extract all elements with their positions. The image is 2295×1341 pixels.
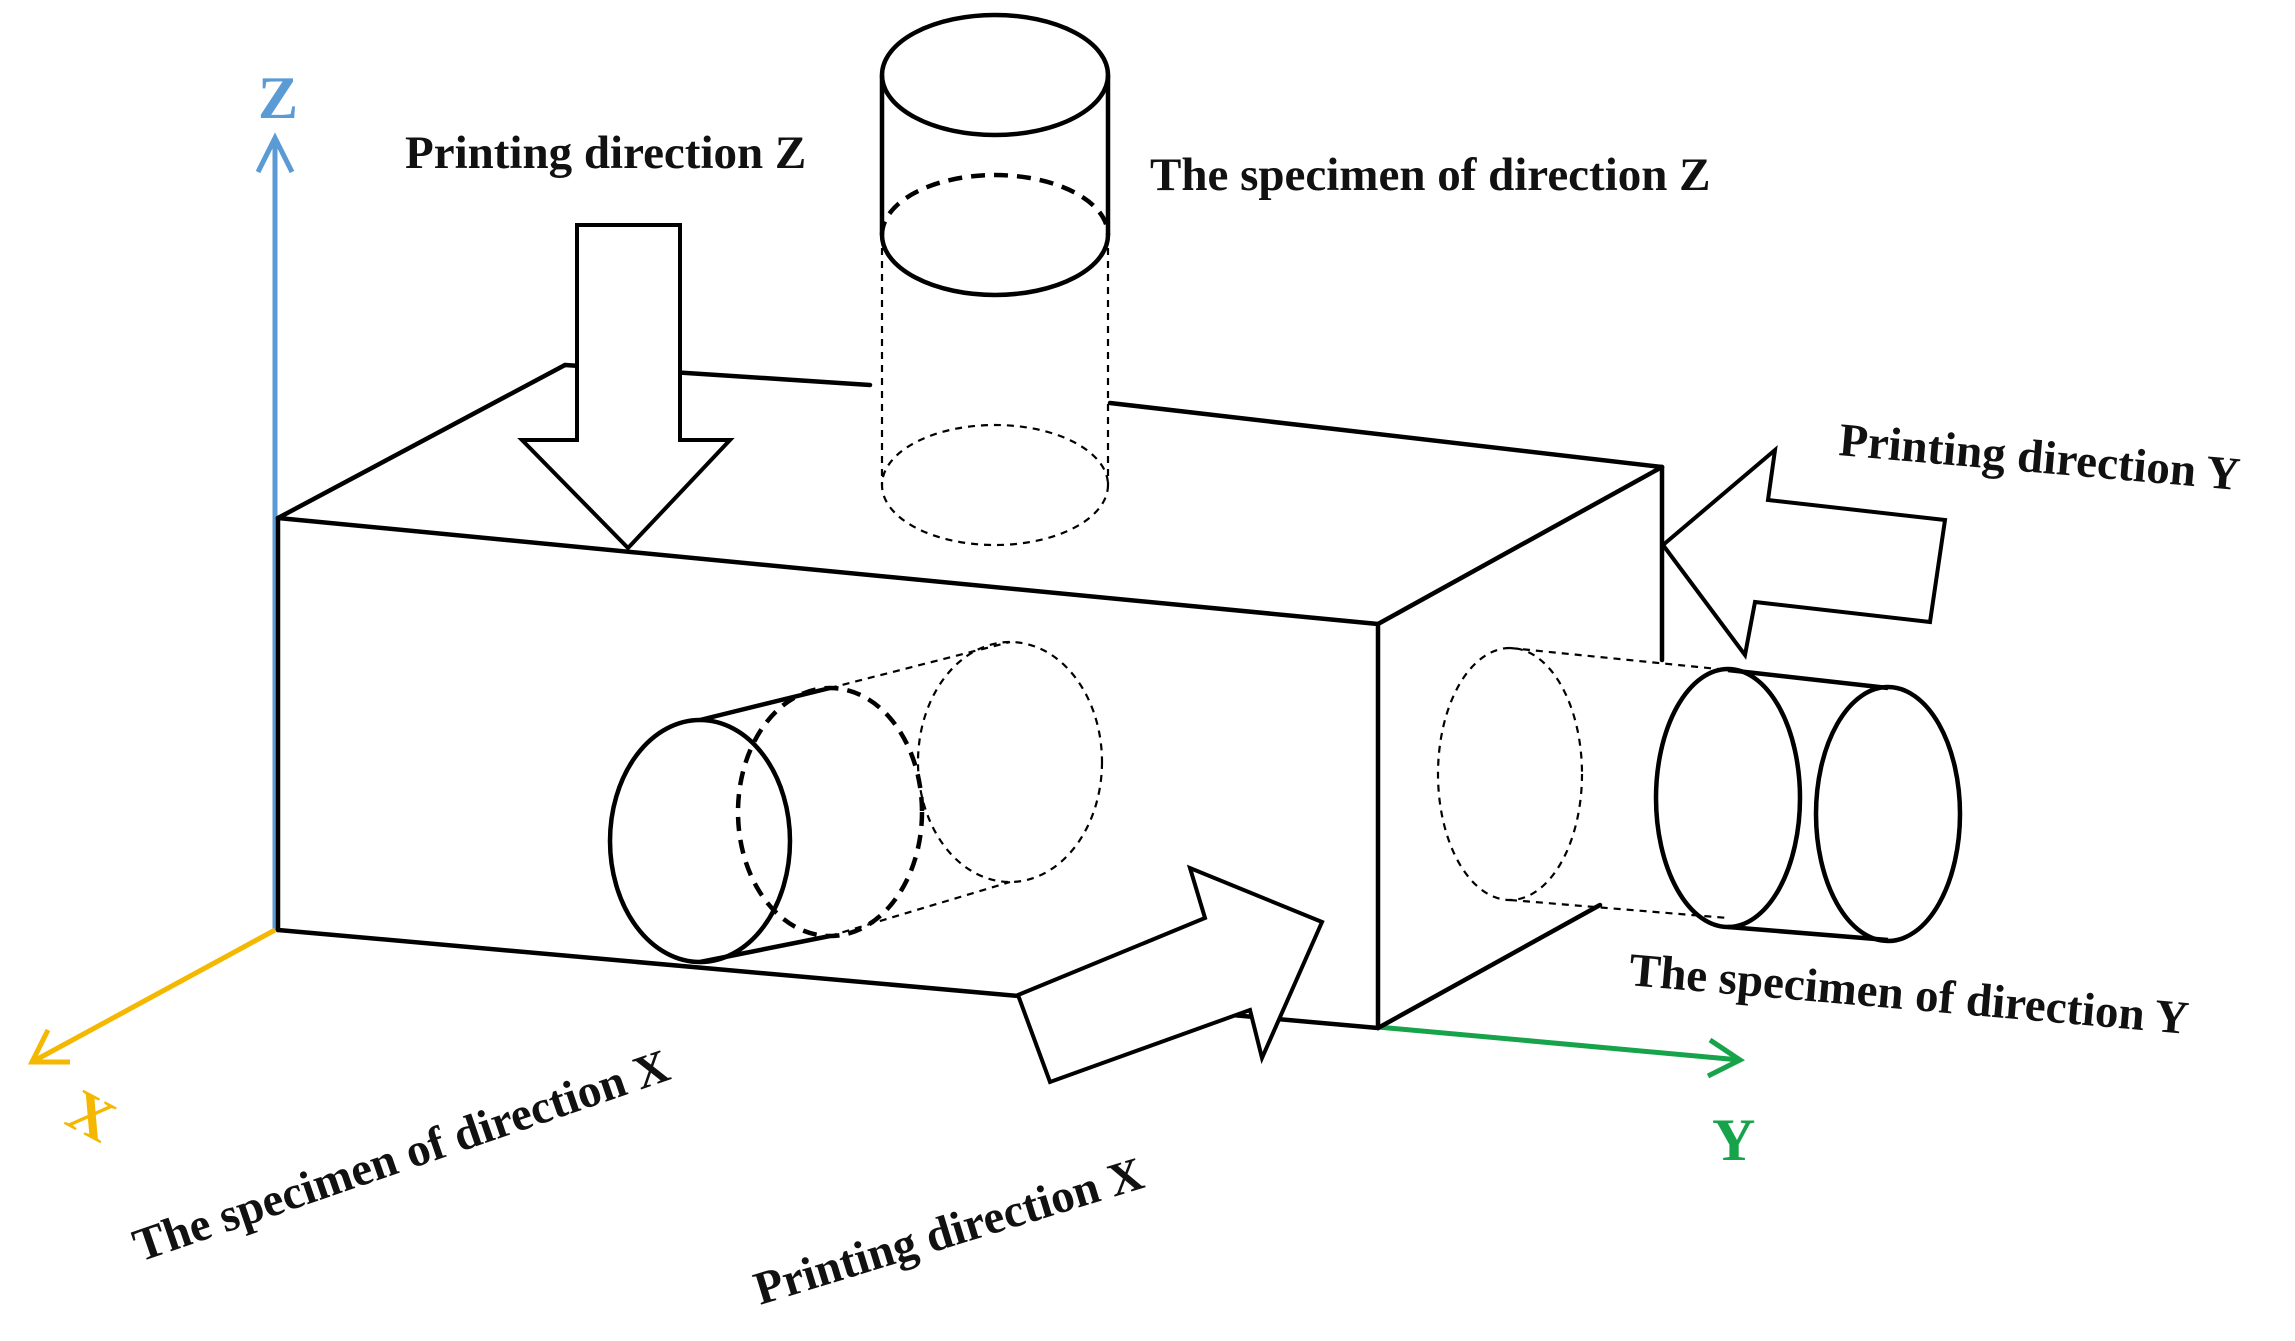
specimen-z-cylinder xyxy=(879,12,1111,547)
z-axis xyxy=(255,132,295,930)
z-axis-label: Z xyxy=(258,65,298,131)
printing-direction-z-label: Printing direction Z xyxy=(405,127,806,179)
printing-direction-z-arrow xyxy=(517,223,735,551)
specimen-z-label: The specimen of direction Z xyxy=(1150,149,1711,201)
specimen-y-label: The specimen of direction Y xyxy=(1627,944,2191,1045)
y-axis-label: Y xyxy=(1712,1107,1755,1173)
specimen-y-cylinder xyxy=(1436,646,1963,944)
printing-direction-y-arrow xyxy=(1660,445,1948,660)
x-axis xyxy=(27,927,277,1065)
printing-direction-x-label: Printing direction X xyxy=(748,1148,1149,1316)
x-axis-label: X xyxy=(57,1076,126,1155)
specimen-x-label: The specimen of direction X xyxy=(127,1040,676,1273)
printed-block xyxy=(275,362,1665,1031)
printing-direction-x-arrow xyxy=(1015,864,1325,1085)
specimen-x-cylinder xyxy=(607,640,1104,965)
printing-direction-y-label: Printing direction Y xyxy=(1837,414,2242,501)
y-axis xyxy=(1377,1024,1745,1079)
